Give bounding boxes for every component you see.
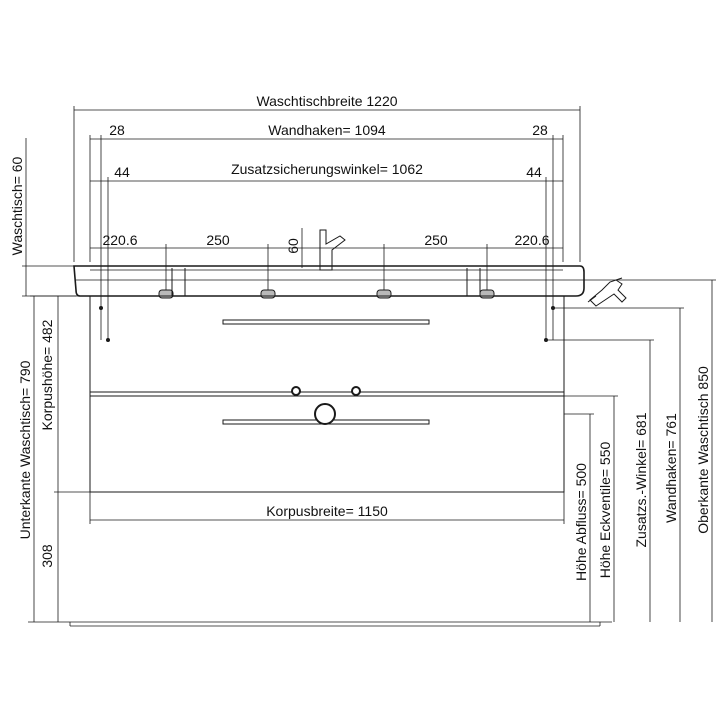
hook-outer-left-label: 220.6 xyxy=(102,232,137,248)
dim-waschtisch-thickness: Waschtisch= 60 xyxy=(9,138,76,297)
dim-bottom-clearance: 308 xyxy=(39,492,59,622)
dim-zusatzsicherungswinkel: 44 Zusatzsicherungswinkel= 1062 44 xyxy=(90,161,563,340)
dim-wandhaken-width: 28 Wandhaken= 1094 28 xyxy=(89,122,564,340)
dim-korpusbreite: Korpusbreite= 1150 xyxy=(89,492,565,524)
dim-wandhaken-height: Wandhaken= 761 xyxy=(553,307,684,622)
wall-hook-4 xyxy=(479,289,495,299)
wall-hook-1 xyxy=(158,289,174,299)
dim-korpushoehe: Korpushöhe= 482 xyxy=(39,296,90,493)
wall-hooks xyxy=(158,268,495,299)
dim-hook-spacing: 220.6 250 250 220.6 xyxy=(90,232,563,295)
oberkante-waschtisch-label: Oberkante Waschtisch 850 xyxy=(695,366,711,534)
wall-hook-3 xyxy=(376,289,392,299)
cabinet-body xyxy=(89,295,565,493)
hoehe-eckventile-label: Höhe Eckventile= 550 xyxy=(597,441,613,578)
valve-left-icon xyxy=(291,386,301,396)
hook-outer-right-label: 220.6 xyxy=(514,232,549,248)
valve-right-icon xyxy=(351,386,361,396)
dim-zusatz-winkel: Zusatzs.-Winkel= 681 xyxy=(546,339,654,622)
dim-hoehe-eckventile: Höhe Eckventile= 550 xyxy=(564,395,618,622)
wandhaken-height-label: Wandhaken= 761 xyxy=(663,413,679,523)
dim-faucet-height: 60 xyxy=(285,228,303,268)
waschtisch-thickness-label: Waschtisch= 60 xyxy=(9,156,25,255)
hook-spacing-left-label: 250 xyxy=(206,232,230,248)
hook-spacing-right-label: 250 xyxy=(424,232,448,248)
hoehe-abfluss-label: Höhe Abfluss= 500 xyxy=(573,463,589,581)
unterkante-waschtisch-label: Unterkante Waschtisch= 790 xyxy=(17,360,33,539)
dim-hoehe-abfluss: Höhe Abfluss= 500 xyxy=(564,413,594,622)
zusatz-winkel-label: Zusatzs.-Winkel= 681 xyxy=(633,412,649,547)
wall-hook-2 xyxy=(260,289,276,299)
korpushoehe-label: Korpushöhe= 482 xyxy=(39,319,55,430)
wandhaken-offset-left-label: 28 xyxy=(109,122,125,138)
waschtisch xyxy=(73,265,585,297)
hook-dot-left-2 xyxy=(106,338,110,342)
winkel-offset-left-label: 44 xyxy=(114,164,130,180)
winkel-offset-right-label: 44 xyxy=(526,164,542,180)
wandhaken-offset-right-label: 28 xyxy=(532,122,548,138)
dim-unterkante-waschtisch: Unterkante Waschtisch= 790 xyxy=(17,295,90,622)
drawer-handle-top xyxy=(222,319,430,325)
waschtischbreite-label: Waschtischbreite 1220 xyxy=(256,93,397,109)
drain-icon xyxy=(314,403,336,425)
korpusbreite-label: Korpusbreite= 1150 xyxy=(266,503,388,519)
drill-icon xyxy=(587,277,627,307)
floor-line xyxy=(28,621,612,627)
wandhaken-width-label: Wandhaken= 1094 xyxy=(268,122,386,138)
faucet-height-label: 60 xyxy=(285,238,301,254)
faucet-icon xyxy=(319,229,346,271)
bottom-clearance-label: 308 xyxy=(39,544,55,568)
dim-waschtischbreite: Waschtischbreite 1220 xyxy=(73,93,581,262)
zusatzsicherungswinkel-label: Zusatzsicherungswinkel= 1062 xyxy=(231,161,423,177)
dim-oberkante-waschtisch: Oberkante Waschtisch 850 xyxy=(584,279,716,622)
hook-dot-left-1 xyxy=(99,306,103,310)
